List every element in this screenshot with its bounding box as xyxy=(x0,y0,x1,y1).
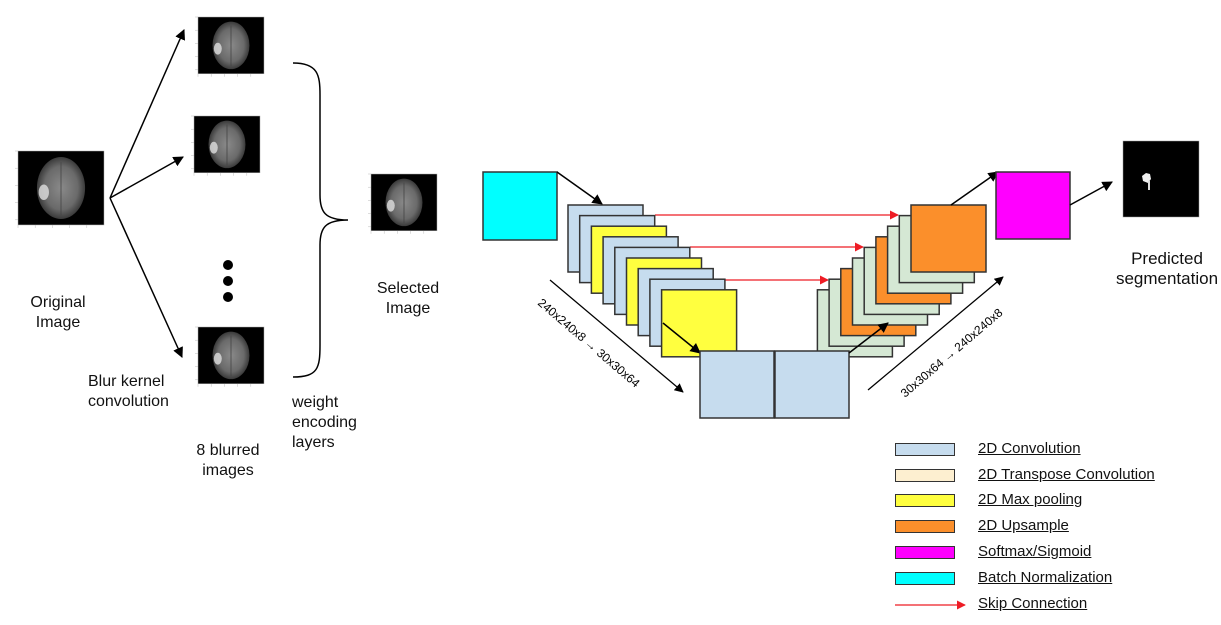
bottleneck-layer xyxy=(699,350,775,419)
legend-item-conv: 2D Convolution xyxy=(893,440,1193,460)
blur-arrow xyxy=(109,197,183,358)
flow-arrow xyxy=(1069,181,1113,206)
bottleneck xyxy=(699,350,850,419)
legend-item-softmax: Softmax/Sigmoid xyxy=(893,543,1193,563)
legend-item-skip: Skip Connection xyxy=(893,595,1193,615)
legend-label: Skip Connection xyxy=(978,595,1088,612)
legend-label: 2D Transpose Convolution xyxy=(978,466,1155,483)
decoder-dim-arrow xyxy=(867,276,1004,391)
ellipsis-icon xyxy=(223,260,233,302)
softmax-layer xyxy=(995,171,1071,240)
flow-arrow xyxy=(556,171,603,205)
legend-label: 2D Max pooling xyxy=(978,491,1083,508)
legend-swatch xyxy=(895,443,955,456)
legend-swatch xyxy=(895,546,955,559)
flow-arrow xyxy=(950,171,999,206)
legend-item-upsample: 2D Upsample xyxy=(893,517,1193,537)
blur-arrow xyxy=(109,156,184,199)
legend-item-batch-norm: Batch Normalization xyxy=(893,569,1193,589)
legend-label: Softmax/Sigmoid xyxy=(978,543,1092,560)
legend-item-max-pool: 2D Max pooling xyxy=(893,491,1193,511)
decoder-stack xyxy=(816,204,987,358)
flow-arrow xyxy=(848,322,889,354)
selected-image xyxy=(368,173,438,234)
legend-label: 2D Upsample xyxy=(978,517,1069,534)
encoder-stack xyxy=(567,204,738,358)
encoder-dim-arrow xyxy=(549,279,684,393)
legend-item-transpose-conv: 2D Transpose Convolution xyxy=(893,466,1193,486)
original-image xyxy=(15,150,105,228)
blurred-image xyxy=(191,115,261,176)
legend-label: 2D Convolution xyxy=(978,440,1081,457)
decoder-layer-upsample xyxy=(910,204,987,273)
legend-swatch xyxy=(895,520,955,533)
blur-arrow xyxy=(109,29,185,199)
encoder-layer-max-pool xyxy=(660,289,738,358)
legend-swatch xyxy=(895,494,955,507)
bottleneck-layer xyxy=(774,350,850,419)
legend-swatch xyxy=(895,572,955,585)
flow-arrow xyxy=(662,322,701,354)
legend-label: Batch Normalization xyxy=(978,569,1113,586)
skip-arrow-icon xyxy=(895,600,966,610)
batch-norm-layer xyxy=(482,171,558,241)
legend-swatch xyxy=(895,469,955,482)
blurred-image xyxy=(195,16,265,77)
predicted-segmentation-image xyxy=(1122,140,1200,218)
blurred-image xyxy=(195,326,265,387)
curly-brace xyxy=(292,62,349,378)
blur-arrows xyxy=(109,29,185,358)
